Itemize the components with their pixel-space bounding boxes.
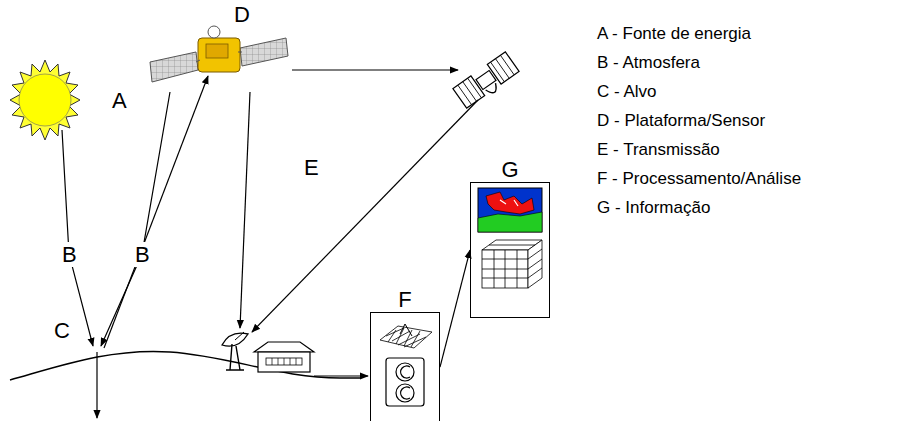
flow-arrow — [440, 250, 470, 367]
thematic-map-icon — [478, 188, 542, 232]
satellite-sensor — [150, 26, 288, 82]
process-panel: G — [470, 158, 550, 318]
key-entry: E - Transmissão — [597, 140, 720, 160]
key-entry: G - Informação — [597, 198, 710, 218]
sun — [10, 60, 80, 140]
ground-antenna — [222, 332, 248, 370]
key-entry: B - Atmosfera — [597, 53, 700, 73]
panel-frame — [470, 182, 550, 318]
relay-satellite — [453, 52, 521, 111]
component-letter: D — [232, 2, 252, 27]
ground-line — [10, 351, 360, 380]
panel-frame — [370, 312, 440, 421]
terrain-model-icon — [380, 324, 432, 348]
data-cube-icon — [482, 240, 542, 288]
key-entry: A - Fonte de energia — [597, 24, 751, 44]
component-letter: B — [60, 242, 79, 267]
energy-arrows — [62, 70, 478, 418]
panel-heading: G — [470, 158, 550, 182]
process-panel: F — [370, 288, 440, 421]
key-entry: C - Alvo — [597, 82, 657, 102]
panel-heading: F — [370, 288, 440, 312]
component-letter: B — [133, 242, 152, 267]
key-entry: D - Plataforma/Sensor — [597, 111, 765, 131]
ground-station — [254, 342, 314, 372]
key-entry: F - Processamento/Análise — [597, 169, 801, 189]
component-letter: A — [110, 88, 129, 113]
component-letter: C — [52, 318, 72, 343]
tape-storage-icon — [386, 358, 424, 406]
component-letter: E — [302, 155, 321, 180]
